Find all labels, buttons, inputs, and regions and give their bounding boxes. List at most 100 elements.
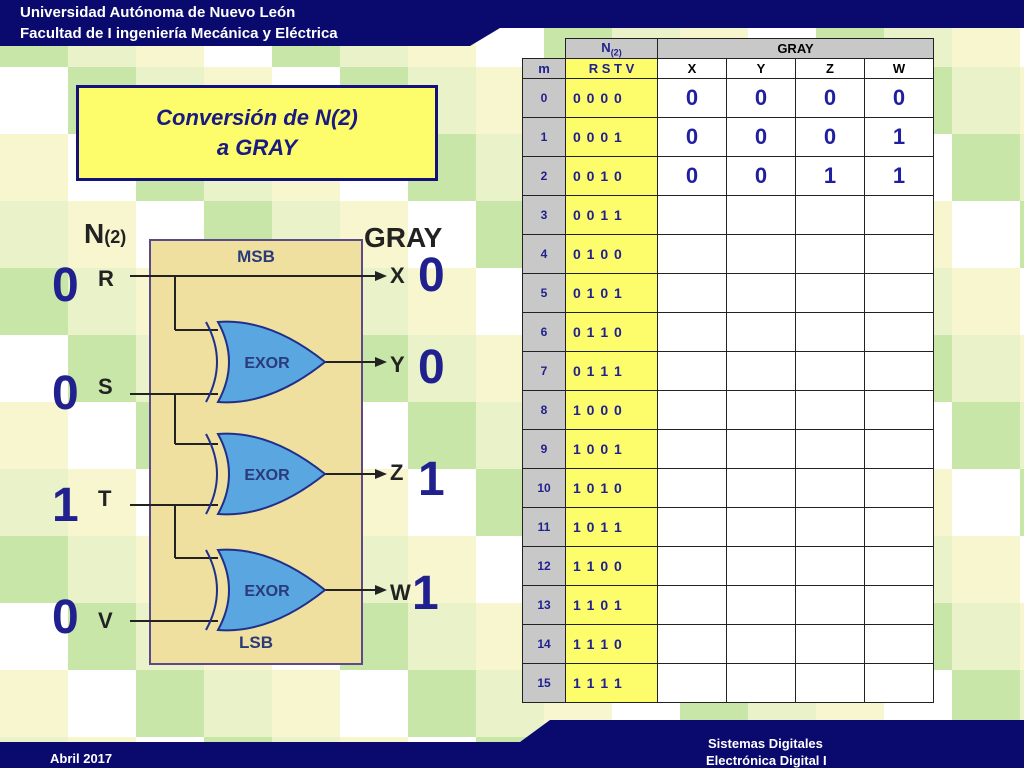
rstv-header: R S T V: [565, 58, 658, 79]
row-binary: 0 0 1 0: [565, 156, 658, 196]
output-z-label: Z: [390, 460, 404, 485]
gray-cell: [795, 468, 865, 508]
gray-cell: [864, 546, 934, 586]
row-binary: 1 1 1 0: [565, 624, 658, 664]
title-line-2: a GRAY: [216, 135, 298, 160]
col-z-header: Z: [795, 58, 865, 79]
row-index: 3: [522, 195, 566, 235]
gray-cell: [795, 273, 865, 313]
gray-cell: 0: [726, 156, 796, 196]
gray-cell: 0: [657, 78, 727, 118]
gray-cell: [726, 507, 796, 547]
circuit-diagram: EXOR EXOR EXOR MSB LSB: [130, 239, 387, 665]
row-binary: 0 0 1 1: [565, 195, 658, 235]
col-x-header: X: [657, 58, 727, 79]
exor-gate-2: [205, 432, 327, 516]
row-index: 8: [522, 390, 566, 430]
gray-cell: [726, 546, 796, 586]
gray-cell: [864, 195, 934, 235]
row-binary: 1 1 0 0: [565, 546, 658, 586]
output-w-value: 1: [412, 567, 439, 620]
row-index: 5: [522, 273, 566, 313]
row-binary: 1 0 1 1: [565, 507, 658, 547]
gray-cell: [864, 390, 934, 430]
gray-cell: [864, 507, 934, 547]
title-box: Conversión de N(2) a GRAY: [76, 85, 438, 181]
row-binary: 1 1 1 1: [565, 663, 658, 703]
gray-cell: [657, 624, 727, 664]
gray-cell: [795, 390, 865, 430]
output-z-value: 1: [418, 453, 445, 506]
gray-cell: [657, 468, 727, 508]
title-line-1: Conversión de N(2): [156, 105, 358, 130]
gray-cell: [726, 429, 796, 469]
gray-cell: 0: [795, 117, 865, 157]
footer-band: [0, 720, 1024, 768]
gray-cell: 1: [795, 156, 865, 196]
row-index: 13: [522, 585, 566, 625]
input-t-value: 1: [52, 479, 79, 532]
gray-cell: [726, 273, 796, 313]
gray-cell: 1: [864, 156, 934, 196]
header-band: [0, 0, 1024, 46]
msb-label: MSB: [237, 247, 275, 266]
gray-cell: [795, 351, 865, 391]
gray-cell: [795, 429, 865, 469]
gray-cell: [726, 234, 796, 274]
row-index: 7: [522, 351, 566, 391]
row-binary: 1 0 1 0: [565, 468, 658, 508]
gray-cell: [864, 429, 934, 469]
gray-cell: 0: [657, 156, 727, 196]
row-index: 6: [522, 312, 566, 352]
gray-cell: [726, 468, 796, 508]
gray-cell: 1: [864, 117, 934, 157]
row-binary: 0 1 0 0: [565, 234, 658, 274]
input-v-value: 0: [52, 591, 79, 644]
row-binary: 0 0 0 0: [565, 78, 658, 118]
gray-cell: 0: [795, 78, 865, 118]
row-index: 11: [522, 507, 566, 547]
gray-cell: [726, 624, 796, 664]
gate-label-1: EXOR: [244, 355, 290, 372]
gray-cell: 0: [726, 78, 796, 118]
gray-cell: 0: [726, 117, 796, 157]
output-y-value: 0: [418, 341, 445, 394]
gray-cell: 0: [657, 117, 727, 157]
row-binary: 0 1 1 0: [565, 312, 658, 352]
lsb-label: LSB: [239, 633, 273, 652]
gray-cell: [657, 351, 727, 391]
n2-label: N(2): [84, 218, 127, 249]
row-binary: 1 1 0 1: [565, 585, 658, 625]
university-name: Universidad Autónoma de Nuevo León: [20, 4, 296, 21]
row-binary: 0 0 0 1: [565, 117, 658, 157]
row-index: 14: [522, 624, 566, 664]
m-header: m: [522, 58, 566, 79]
input-s-label: S: [98, 374, 113, 399]
gray-cell: [657, 312, 727, 352]
gray-cell: [726, 585, 796, 625]
gray-cell: [726, 390, 796, 430]
row-index: 12: [522, 546, 566, 586]
col-y-header: Y: [726, 58, 796, 79]
gray-cell: [726, 195, 796, 235]
output-x-label: X: [390, 263, 405, 288]
row-binary: 1 0 0 0: [565, 390, 658, 430]
gray-cell: [657, 390, 727, 430]
gray-cell: [795, 663, 865, 703]
n2-header: N(2): [565, 38, 658, 59]
gray-cell: [864, 468, 934, 508]
exor-gate-3: [205, 548, 327, 632]
gray-header: GRAY: [657, 38, 934, 59]
gray-cell: [864, 312, 934, 352]
gray-cell: [864, 351, 934, 391]
